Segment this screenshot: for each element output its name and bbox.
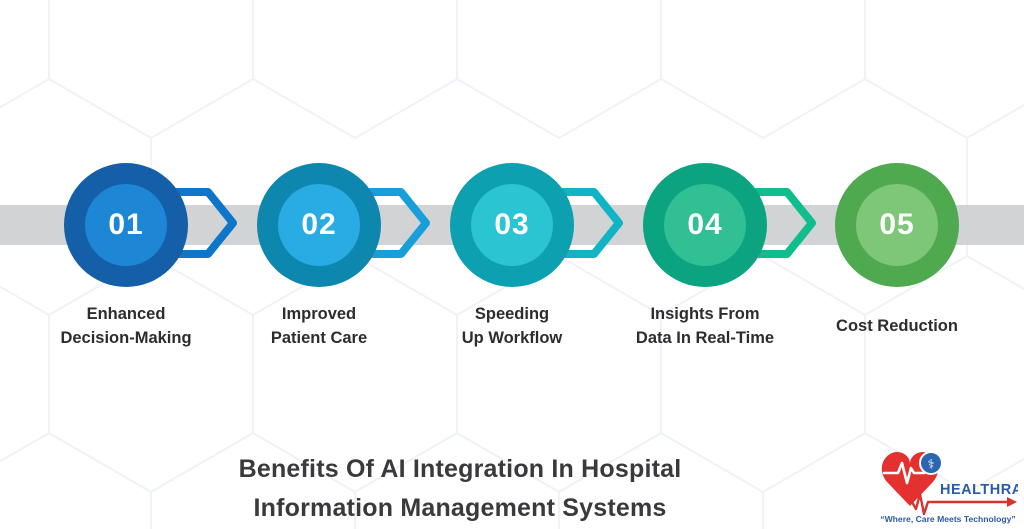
- caduceus-icon: ⚕: [927, 458, 934, 473]
- step-label-1: Enhanced Decision-Making: [60, 305, 192, 347]
- step-label-4: Insights From Data In Real-Time: [635, 305, 775, 347]
- step-circle-1: 01: [64, 163, 188, 287]
- step-circle-inner-5: 05: [856, 184, 938, 266]
- timeline-step-3: 03 Speeding Up Workflow: [412, 163, 623, 353]
- timeline-step-4: 04 Insights From Data In Real-Time: [605, 163, 816, 353]
- timeline-step-5: 05 Cost Reduction: [797, 163, 997, 353]
- step-circle-2: 02: [257, 163, 381, 287]
- timeline-step-2: 02 Improved Patient Care: [219, 163, 430, 353]
- step-circle-inner-3: 03: [471, 184, 553, 266]
- step-number-5: 05: [879, 208, 915, 241]
- step-circle-5: 05: [835, 163, 959, 287]
- step-circle-inner-1: 01: [85, 184, 167, 266]
- step-circle-4: 04: [643, 163, 767, 287]
- step-number-2: 02: [301, 208, 337, 241]
- medical-badge-icon: [919, 451, 943, 475]
- step-circle-inner-2: 02: [278, 184, 360, 266]
- step-label-3: Speeding Up Workflow: [461, 305, 563, 347]
- title-line-1: Benefits Of AI Integration In Hospital: [238, 455, 682, 483]
- logo-tagline: “Where, Care Meets Technology”: [880, 514, 1015, 524]
- ekg-line-icon: [882, 461, 926, 485]
- step-number-4: 04: [687, 208, 723, 241]
- title-line-2: Information Management Systems: [253, 494, 667, 522]
- step-label-5: Cost Reduction: [836, 317, 958, 335]
- timeline-step-1: 01 Enhanced Decision-Making: [26, 163, 237, 353]
- step-circle-3: 03: [450, 163, 574, 287]
- healthray-logo: ⚕ HEALTHRAY “Where, Care Meets Technolog…: [880, 451, 1018, 524]
- step-label-2: Improved Patient Care: [270, 305, 368, 347]
- red-arrowhead-icon: [1007, 497, 1017, 507]
- red-ekg-arrow-line: [910, 492, 1010, 516]
- step-circle-inner-4: 04: [664, 184, 746, 266]
- infographic-title: Benefits Of AI Integration In Hospital I…: [0, 450, 920, 528]
- step-number-1: 01: [108, 208, 144, 241]
- brand-name: HEALTHRAY: [940, 482, 1018, 498]
- step-number-3: 03: [494, 208, 530, 241]
